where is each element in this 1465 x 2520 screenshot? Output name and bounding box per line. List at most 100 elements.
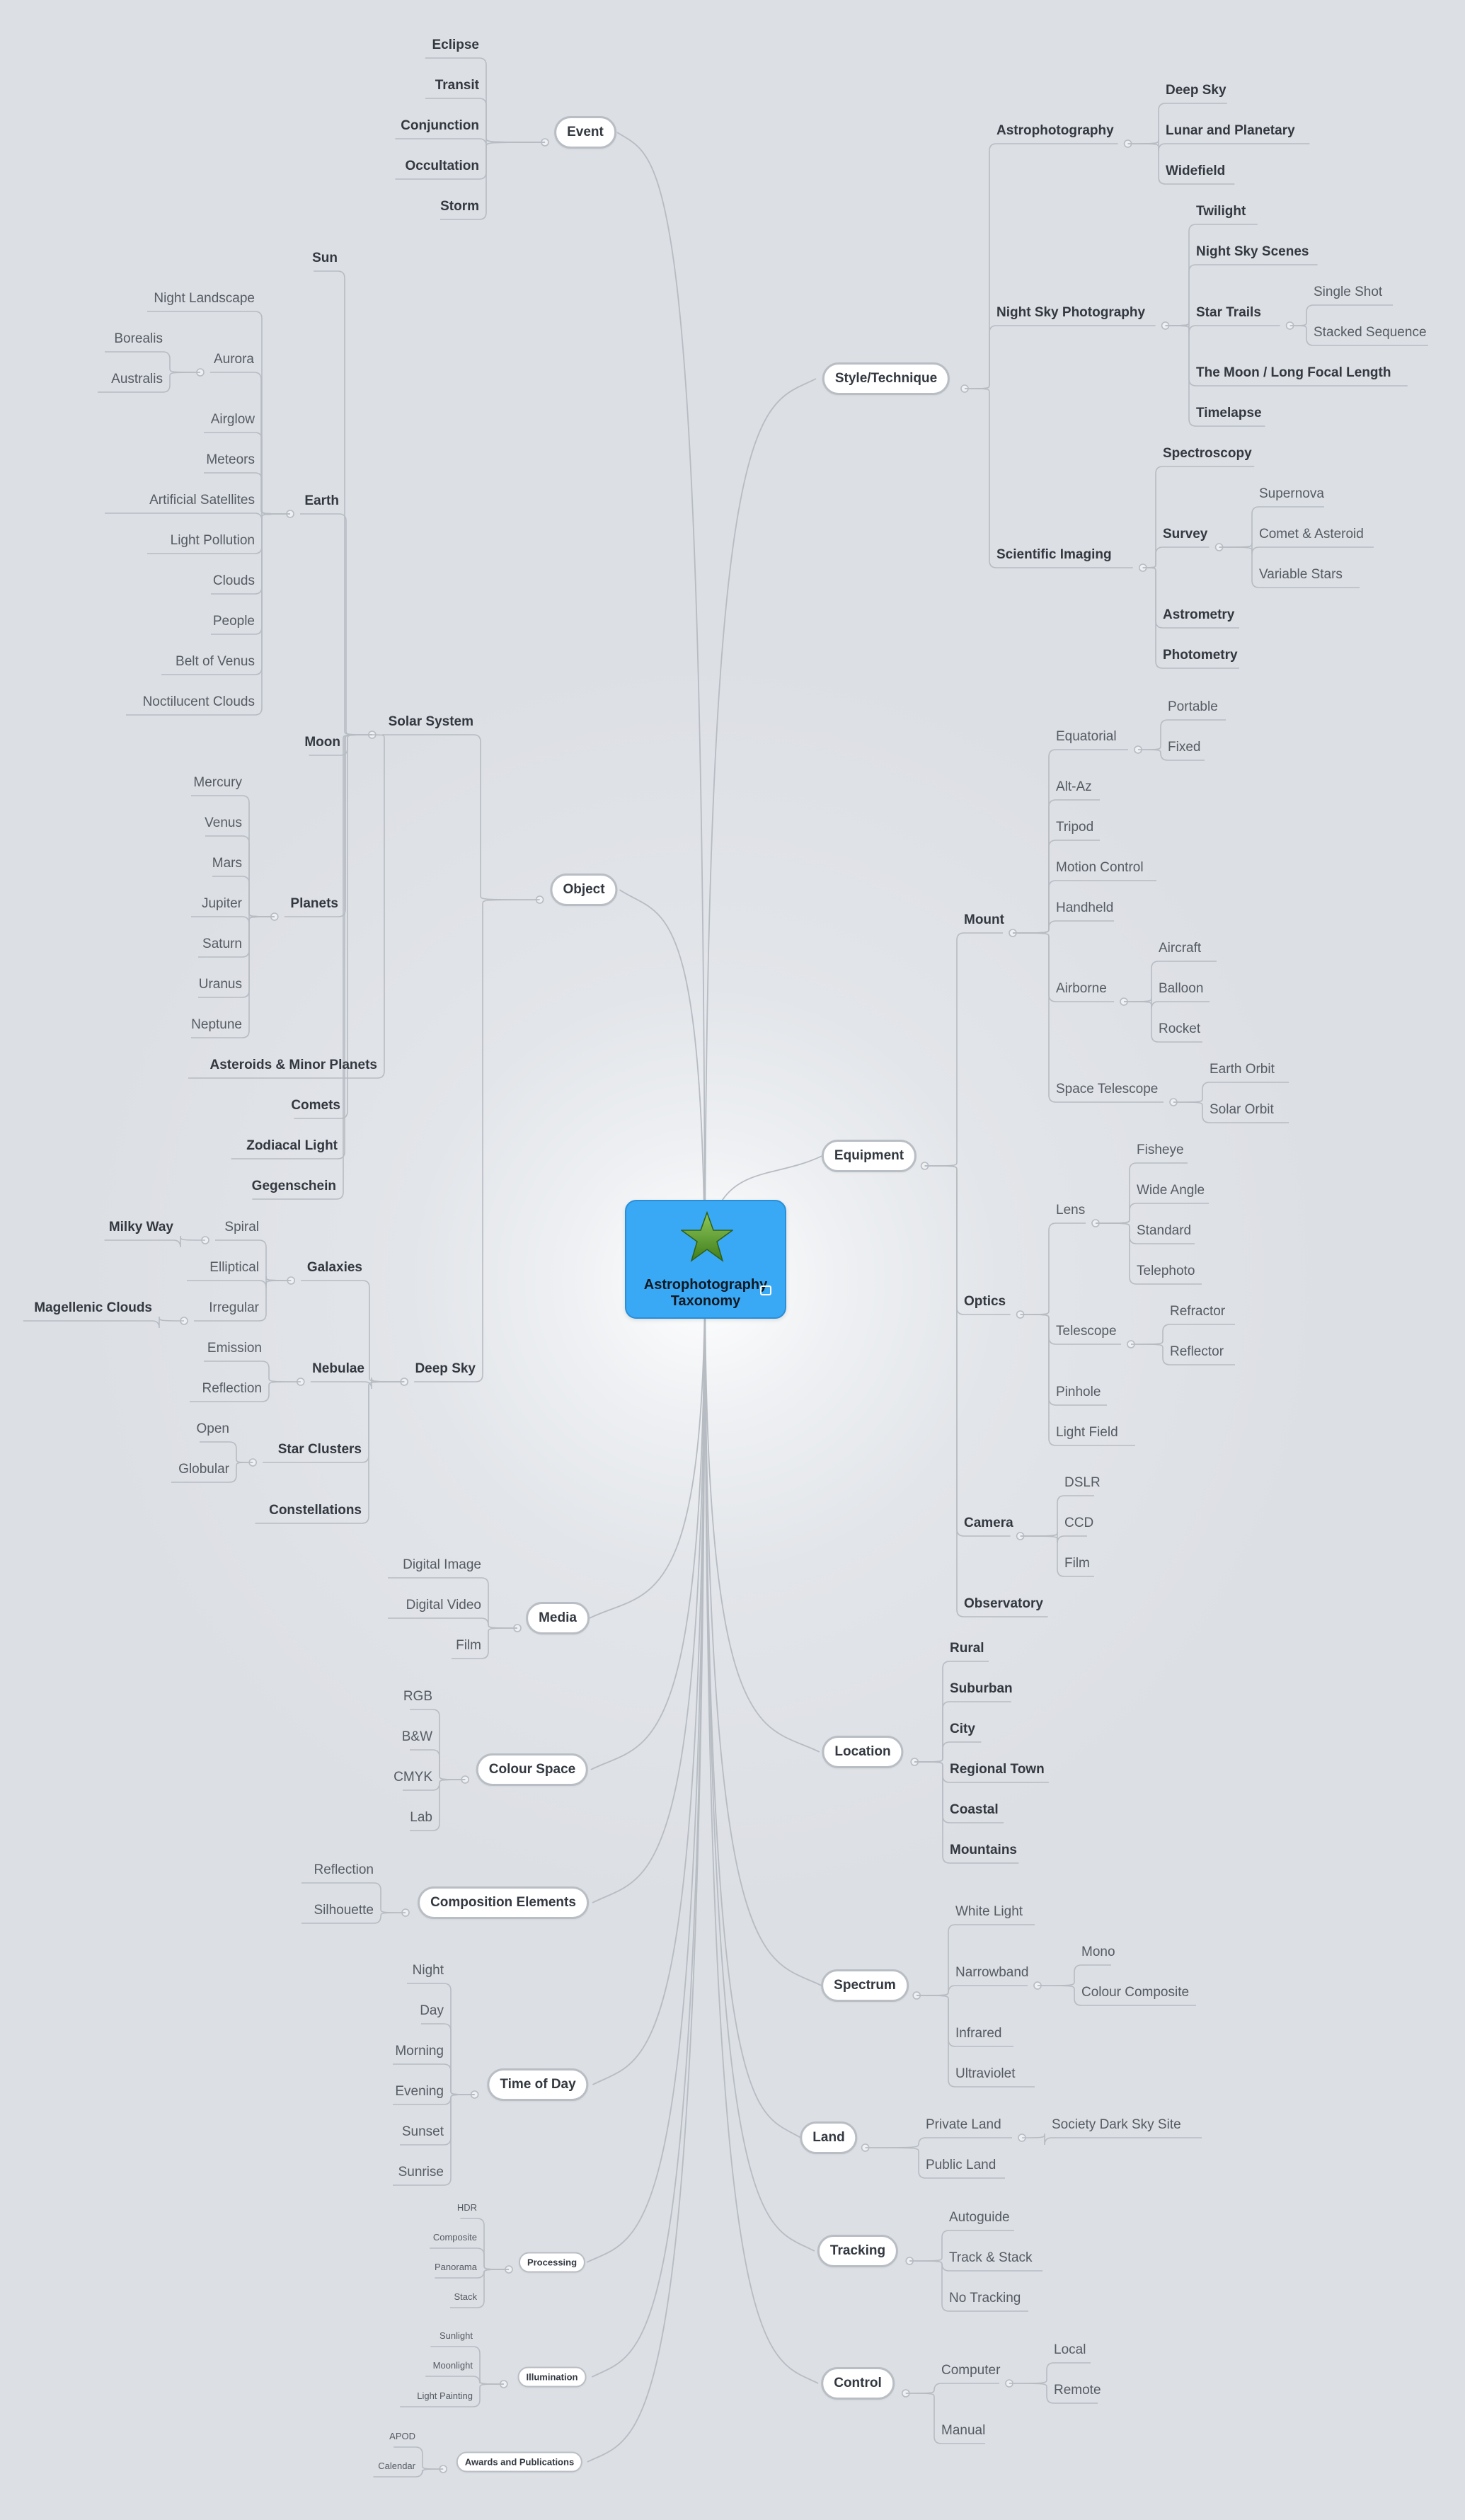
node-airglow[interactable]: Airglow xyxy=(210,412,255,427)
node-alt-az[interactable]: Alt-Az xyxy=(1056,779,1092,794)
node-australis[interactable]: Australis xyxy=(111,372,163,386)
node-autoguide[interactable]: Autoguide xyxy=(949,2210,1010,2225)
branch-tracking[interactable]: Tracking xyxy=(817,2235,899,2267)
node-galaxies[interactable]: Galaxies xyxy=(306,1260,362,1275)
node-rgb[interactable]: RGB xyxy=(403,1689,432,1704)
node-fixed[interactable]: Fixed xyxy=(1168,740,1201,755)
node-widefield[interactable]: Widefield xyxy=(1166,164,1226,178)
node-digital-video[interactable]: Digital Video xyxy=(406,1598,481,1613)
node-motion-control[interactable]: Motion Control xyxy=(1056,860,1144,875)
node-clouds[interactable]: Clouds xyxy=(212,573,255,588)
node-moon[interactable]: Moon xyxy=(304,735,340,750)
node-local[interactable]: Local xyxy=(1054,2342,1086,2357)
node-narrowband[interactable]: Narrowband xyxy=(955,1965,1029,1980)
branch-spectrum[interactable]: Spectrum xyxy=(821,1969,909,2002)
branch-media[interactable]: Media xyxy=(526,1602,590,1634)
node-variable-stars[interactable]: Variable Stars xyxy=(1259,567,1343,582)
node-refractor[interactable]: Refractor xyxy=(1170,1304,1226,1319)
branch-composition-elements[interactable]: Composition Elements xyxy=(418,1886,589,1919)
node-nebulae[interactable]: Nebulae xyxy=(312,1361,364,1376)
node-reflection[interactable]: Reflection xyxy=(314,1862,374,1877)
node-transit[interactable]: Transit xyxy=(435,78,479,93)
node-light-field[interactable]: Light Field xyxy=(1056,1425,1118,1440)
node-panorama[interactable]: Panorama xyxy=(435,2262,477,2272)
node-comet-and-asteroid[interactable]: Comet & Asteroid xyxy=(1259,527,1364,542)
branch-awards-and-publications[interactable]: Awards and Publications xyxy=(456,2451,583,2473)
node-sunlight[interactable]: Sunlight xyxy=(440,2330,473,2341)
node-night-landscape[interactable]: Night Landscape xyxy=(154,291,255,306)
branch-location[interactable]: Location xyxy=(822,1736,904,1768)
node-planets[interactable]: Planets xyxy=(290,896,338,911)
node-regional-town[interactable]: Regional Town xyxy=(950,1762,1045,1777)
node-mars[interactable]: Mars xyxy=(212,856,242,871)
node-belt-of-venus[interactable]: Belt of Venus xyxy=(176,654,255,669)
node-storm[interactable]: Storm xyxy=(440,199,479,214)
node-reflection[interactable]: Reflection xyxy=(202,1381,263,1396)
node-lunar-and-planetary[interactable]: Lunar and Planetary xyxy=(1166,123,1295,138)
node-morning[interactable]: Morning xyxy=(395,2044,444,2058)
node-city[interactable]: City xyxy=(950,1722,975,1736)
node-astrophotography[interactable]: Astrophotography xyxy=(996,123,1114,138)
node-aurora[interactable]: Aurora xyxy=(213,352,254,367)
node-emission[interactable]: Emission xyxy=(207,1341,262,1356)
node-manual[interactable]: Manual xyxy=(941,2423,986,2438)
node-occultation[interactable]: Occultation xyxy=(405,159,479,173)
node-artificial-satellites[interactable]: Artificial Satellites xyxy=(149,493,255,508)
node-private-land[interactable]: Private Land xyxy=(926,2117,1001,2132)
node-venus[interactable]: Venus xyxy=(205,815,242,830)
node-light-pollution[interactable]: Light Pollution xyxy=(170,533,255,548)
node-elliptical[interactable]: Elliptical xyxy=(209,1260,259,1275)
node-track-and-stack[interactable]: Track & Stack xyxy=(949,2250,1033,2265)
node-white-light[interactable]: White Light xyxy=(955,1904,1023,1919)
node-space-telescope[interactable]: Space Telescope xyxy=(1056,1082,1159,1096)
node-stacked-sequence[interactable]: Stacked Sequence xyxy=(1314,325,1427,340)
node-deep-sky[interactable]: Deep Sky xyxy=(415,1361,476,1376)
node-standard[interactable]: Standard xyxy=(1137,1223,1192,1238)
node-supernova[interactable]: Supernova xyxy=(1259,486,1324,501)
node-computer[interactable]: Computer xyxy=(941,2363,1001,2378)
node-film[interactable]: Film xyxy=(1064,1556,1090,1571)
node-noctilucent-clouds[interactable]: Noctilucent Clouds xyxy=(142,694,255,709)
node-infrared[interactable]: Infrared xyxy=(955,2026,1002,2041)
node-light-painting[interactable]: Light Painting xyxy=(417,2390,473,2401)
node-people[interactable]: People xyxy=(212,614,255,629)
node-airborne[interactable]: Airborne xyxy=(1056,981,1107,996)
node-cmyk[interactable]: CMYK xyxy=(393,1770,432,1785)
node-evening[interactable]: Evening xyxy=(395,2084,444,2099)
node-milky-way[interactable]: Milky Way xyxy=(108,1220,173,1235)
node-society-dark-sky-site[interactable]: Society Dark Sky Site xyxy=(1052,2117,1181,2132)
node-night-sky-photography[interactable]: Night Sky Photography xyxy=(996,305,1146,320)
node-suburban[interactable]: Suburban xyxy=(950,1681,1013,1696)
node-solar-system[interactable]: Solar System xyxy=(388,714,473,729)
node-irregular[interactable]: Irregular xyxy=(209,1300,259,1315)
node-moonlight[interactable]: Moonlight xyxy=(432,2360,473,2371)
node-silhouette[interactable]: Silhouette xyxy=(314,1903,374,1918)
node-gegenschein[interactable]: Gegenschein xyxy=(251,1179,336,1193)
node-sunset[interactable]: Sunset xyxy=(401,2124,444,2139)
node-astrometry[interactable]: Astrometry xyxy=(1163,607,1235,622)
node-public-land[interactable]: Public Land xyxy=(926,2158,996,2172)
node-zodiacal-light[interactable]: Zodiacal Light xyxy=(246,1138,338,1153)
node-remote[interactable]: Remote xyxy=(1054,2383,1101,2398)
node-hdr[interactable]: HDR xyxy=(456,2202,477,2213)
branch-control[interactable]: Control xyxy=(821,2367,895,2400)
node-photometry[interactable]: Photometry xyxy=(1163,648,1238,663)
node-night-sky-scenes[interactable]: Night Sky Scenes xyxy=(1196,244,1309,259)
node-telephoto[interactable]: Telephoto xyxy=(1137,1264,1195,1278)
node-balloon[interactable]: Balloon xyxy=(1159,981,1204,996)
node-the-moon-long-focal-length[interactable]: The Moon / Long Focal Length xyxy=(1196,365,1391,380)
node-earth-orbit[interactable]: Earth Orbit xyxy=(1210,1062,1275,1077)
node-film[interactable]: Film xyxy=(456,1638,481,1653)
node-star-clusters[interactable]: Star Clusters xyxy=(277,1442,362,1457)
node-rocket[interactable]: Rocket xyxy=(1159,1021,1201,1036)
node-camera[interactable]: Camera xyxy=(964,1516,1013,1530)
node-magellenic-clouds[interactable]: Magellenic Clouds xyxy=(34,1300,152,1315)
node-optics[interactable]: Optics xyxy=(964,1294,1006,1309)
node-wide-angle[interactable]: Wide Angle xyxy=(1137,1183,1205,1198)
branch-processing[interactable]: Processing xyxy=(518,2252,586,2273)
node-mount[interactable]: Mount xyxy=(964,912,1004,927)
branch-illumination[interactable]: Illumination xyxy=(517,2366,587,2388)
node-digital-image[interactable]: Digital Image xyxy=(403,1557,481,1572)
node-bandw[interactable]: B&W xyxy=(401,1729,432,1744)
node-tripod[interactable]: Tripod xyxy=(1056,820,1094,835)
